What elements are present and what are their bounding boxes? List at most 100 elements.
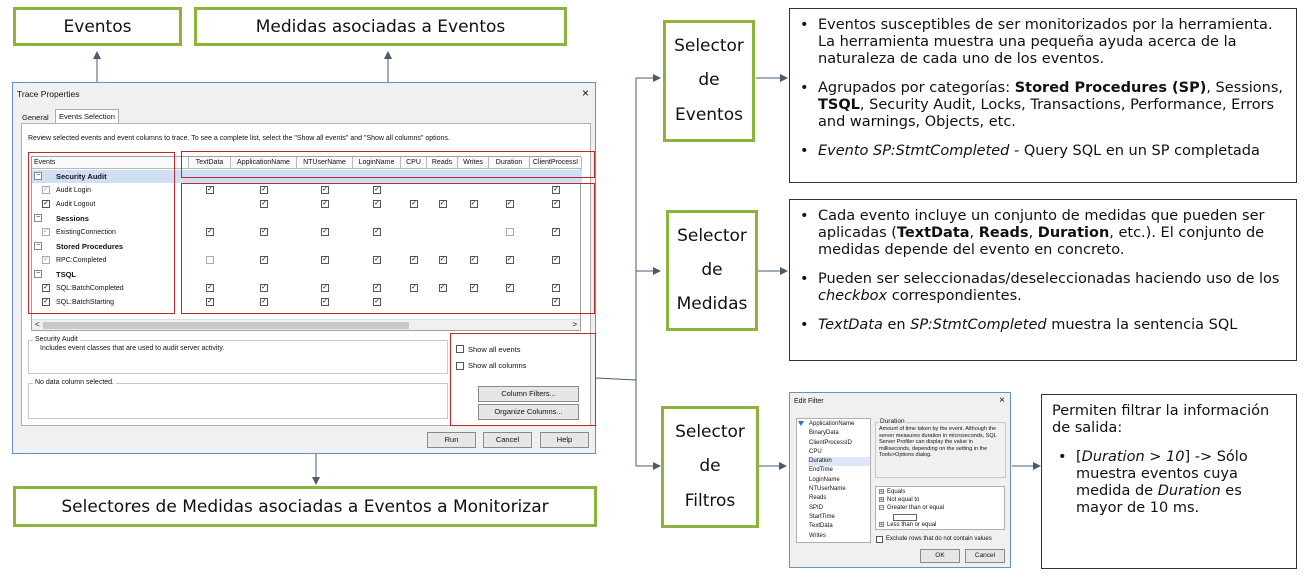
- column-checkbox[interactable]: ✓: [206, 298, 214, 306]
- event-row[interactable]: ✓Audit Logout✓✓✓✓✓✓✓✓: [32, 198, 582, 211]
- filter-column-item[interactable]: Duration: [808, 457, 870, 467]
- col-header-cpu[interactable]: CPU: [401, 157, 427, 169]
- column-checkbox[interactable]: ✓: [373, 186, 381, 194]
- tab-general[interactable]: General: [22, 113, 49, 122]
- column-checkbox[interactable]: ✓: [438, 200, 447, 208]
- column-checkbox[interactable]: ✓: [469, 256, 478, 264]
- col-header-events[interactable]: Events: [32, 157, 189, 169]
- column-checkbox[interactable]: [206, 256, 214, 264]
- exclude-rows-checkbox[interactable]: [876, 536, 883, 543]
- col-header-applicationname[interactable]: ApplicationName: [231, 157, 297, 169]
- column-checkbox[interactable]: ✓: [321, 228, 329, 236]
- filter-column-item[interactable]: Writes: [809, 532, 826, 539]
- column-checkbox[interactable]: ✓: [552, 186, 560, 194]
- column-checkbox[interactable]: ✓: [206, 228, 214, 236]
- filter-column-item[interactable]: ApplicationName: [809, 421, 855, 427]
- col-header-duration[interactable]: Duration: [489, 157, 530, 169]
- event-checkbox[interactable]: ✓: [42, 298, 50, 306]
- filter-column-item[interactable]: TextData: [809, 523, 833, 530]
- column-checkbox[interactable]: ✓: [321, 284, 329, 292]
- filter-column-item[interactable]: ClientProcessID: [809, 439, 853, 446]
- collapse-icon[interactable]: −: [34, 172, 42, 180]
- filter-op-item[interactable]: +Less than or equal: [879, 521, 997, 529]
- filter-op-item[interactable]: +Not equal to: [879, 496, 997, 504]
- expand-icon[interactable]: +: [879, 489, 884, 495]
- filter-value-input[interactable]: [893, 514, 917, 521]
- filter-op-item[interactable]: −Greater than or equal: [879, 504, 997, 512]
- column-checkbox[interactable]: ✓: [373, 298, 381, 306]
- event-checkbox[interactable]: ✓: [42, 200, 50, 208]
- column-checkbox[interactable]: ✓: [438, 284, 447, 292]
- show-all-columns-checkbox[interactable]: [456, 362, 464, 370]
- event-checkbox[interactable]: ✓: [42, 256, 50, 264]
- event-row[interactable]: ✓SQL:BatchStarting✓✓✓✓✓: [32, 296, 582, 309]
- filter-column-item[interactable]: StartTime: [809, 513, 835, 520]
- help-button[interactable]: Help: [540, 432, 589, 448]
- filter-column-item[interactable]: Reads: [809, 495, 827, 502]
- filter-column-item[interactable]: NTUserName: [809, 486, 846, 493]
- column-checkbox[interactable]: ✓: [260, 228, 268, 236]
- category-row[interactable]: −Stored Procedures: [32, 240, 582, 253]
- event-row[interactable]: ✓Audit Login✓✓✓✓✓: [32, 184, 582, 197]
- column-checkbox[interactable]: ✓: [552, 256, 560, 264]
- event-row[interactable]: ✓ExistingConnection✓✓✓✓✓: [32, 226, 582, 239]
- column-checkbox[interactable]: ✓: [206, 186, 214, 194]
- collapse-icon[interactable]: −: [879, 505, 884, 511]
- column-filters-button[interactable]: Column Filters...: [478, 386, 579, 402]
- events-grid[interactable]: Events TextData ApplicationName NTUserNa…: [31, 156, 582, 331]
- column-checkbox[interactable]: ✓: [373, 256, 381, 264]
- column-checkbox[interactable]: ✓: [410, 200, 418, 208]
- filter-column-item[interactable]: EndTime: [809, 467, 833, 474]
- column-checkbox[interactable]: ✓: [373, 200, 381, 208]
- scroll-thumb[interactable]: [43, 322, 409, 329]
- close-icon[interactable]: ×: [999, 395, 1005, 406]
- scroll-right-icon[interactable]: >: [572, 320, 577, 329]
- filter-column-item[interactable]: LoginName: [809, 476, 840, 483]
- column-checkbox[interactable]: ✓: [321, 200, 329, 208]
- horizontal-scrollbar[interactable]: < >: [32, 319, 580, 330]
- run-button[interactable]: Run: [427, 432, 476, 448]
- column-checkbox[interactable]: ✓: [469, 200, 478, 208]
- category-row[interactable]: −Sessions: [32, 212, 582, 225]
- column-checkbox[interactable]: ✓: [260, 298, 268, 306]
- category-row[interactable]: −TSQL: [32, 268, 582, 281]
- expand-icon[interactable]: +: [879, 497, 884, 503]
- col-header-ntusername[interactable]: NTUserName: [297, 157, 353, 169]
- close-icon[interactable]: ×: [581, 86, 589, 100]
- column-checkbox[interactable]: ✓: [260, 186, 268, 194]
- event-checkbox[interactable]: ✓: [42, 186, 50, 194]
- column-checkbox[interactable]: ✓: [505, 200, 514, 208]
- filter-ops-tree[interactable]: +Equals+Not equal to−Greater than or equ…: [875, 486, 1005, 530]
- column-checkbox[interactable]: ✓: [438, 256, 447, 264]
- column-checkbox[interactable]: ✓: [552, 298, 560, 306]
- tab-events-selection[interactable]: Events Selection: [55, 109, 119, 124]
- column-checkbox[interactable]: ✓: [260, 256, 268, 264]
- column-checkbox[interactable]: ✓: [373, 284, 381, 292]
- column-checkbox[interactable]: ✓: [373, 228, 381, 236]
- filter-op-item[interactable]: +Equals: [879, 488, 997, 496]
- col-header-textdata[interactable]: TextData: [189, 157, 231, 169]
- column-checkbox[interactable]: ✓: [260, 200, 268, 208]
- column-checkbox[interactable]: ✓: [410, 256, 418, 264]
- filter-column-item[interactable]: SPID: [809, 504, 824, 511]
- expand-icon[interactable]: +: [879, 522, 884, 528]
- column-checkbox[interactable]: ✓: [552, 228, 560, 236]
- column-checkbox[interactable]: ✓: [469, 284, 478, 292]
- collapse-icon[interactable]: −: [34, 242, 42, 250]
- organize-columns-button[interactable]: Organize Columns...: [478, 404, 579, 420]
- event-checkbox[interactable]: ✓: [42, 228, 50, 236]
- filter-cancel-button[interactable]: Cancel: [965, 549, 1005, 563]
- filter-ok-button[interactable]: OK: [920, 549, 960, 563]
- event-row[interactable]: ✓SQL:BatchCompleted✓✓✓✓✓✓✓✓✓: [32, 282, 582, 295]
- col-header-reads[interactable]: Reads: [427, 157, 458, 169]
- column-checkbox[interactable]: [505, 228, 514, 236]
- show-all-events-checkbox[interactable]: [456, 345, 464, 353]
- column-checkbox[interactable]: ✓: [260, 284, 268, 292]
- collapse-icon[interactable]: −: [34, 270, 42, 278]
- cancel-button[interactable]: Cancel: [483, 432, 532, 448]
- column-checkbox[interactable]: ✓: [505, 256, 514, 264]
- column-checkbox[interactable]: ✓: [321, 298, 329, 306]
- filter-column-item[interactable]: CPU: [809, 448, 822, 455]
- column-checkbox[interactable]: ✓: [410, 284, 418, 292]
- col-header-clientprocessid[interactable]: ClientProcessI: [530, 157, 582, 169]
